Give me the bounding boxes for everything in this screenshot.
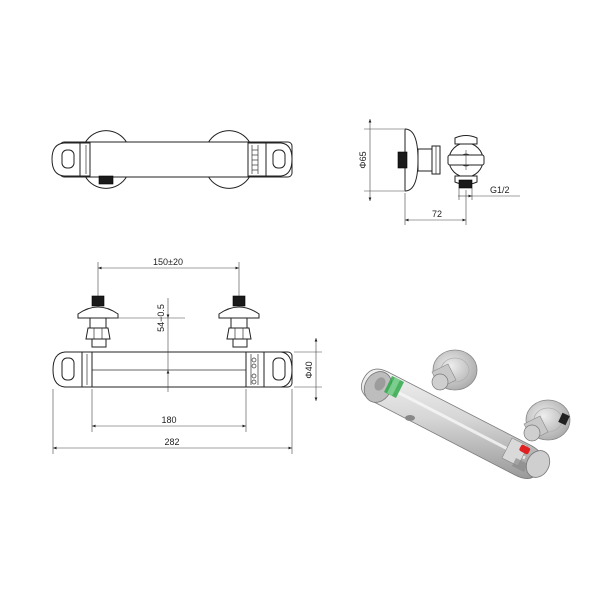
side-dims: Φ65 72 G1/2 — [358, 119, 520, 225]
top-outlet-black — [98, 175, 114, 185]
dim-diameter-40: Φ40 — [304, 361, 314, 378]
product-render — [360, 349, 571, 479]
dim-overall-282: 282 — [164, 437, 179, 447]
front-left-black-cap — [91, 295, 105, 307]
render-red-button — [519, 444, 531, 455]
top-right-disc — [207, 130, 251, 144]
front-view — [52, 295, 293, 388]
side-bottom-outlet — [458, 179, 473, 189]
dim-thread-g12: G1/2 — [490, 185, 510, 195]
dim-offset-54: 54−0.5 — [156, 304, 166, 332]
dim-diameter-65: Φ65 — [358, 151, 368, 168]
front-right-black-cap — [232, 295, 246, 307]
dim-depth-72: 72 — [432, 209, 442, 219]
side-black-knob — [397, 151, 408, 169]
top-view — [51, 130, 293, 189]
top-left-disc — [84, 130, 128, 144]
dim-body-180: 180 — [161, 415, 176, 425]
dim-centers-150: 150±20 — [153, 257, 183, 267]
front-dims: 150±20 54−0.5 Φ40 180 282 — [52, 257, 322, 454]
side-view — [397, 128, 485, 192]
